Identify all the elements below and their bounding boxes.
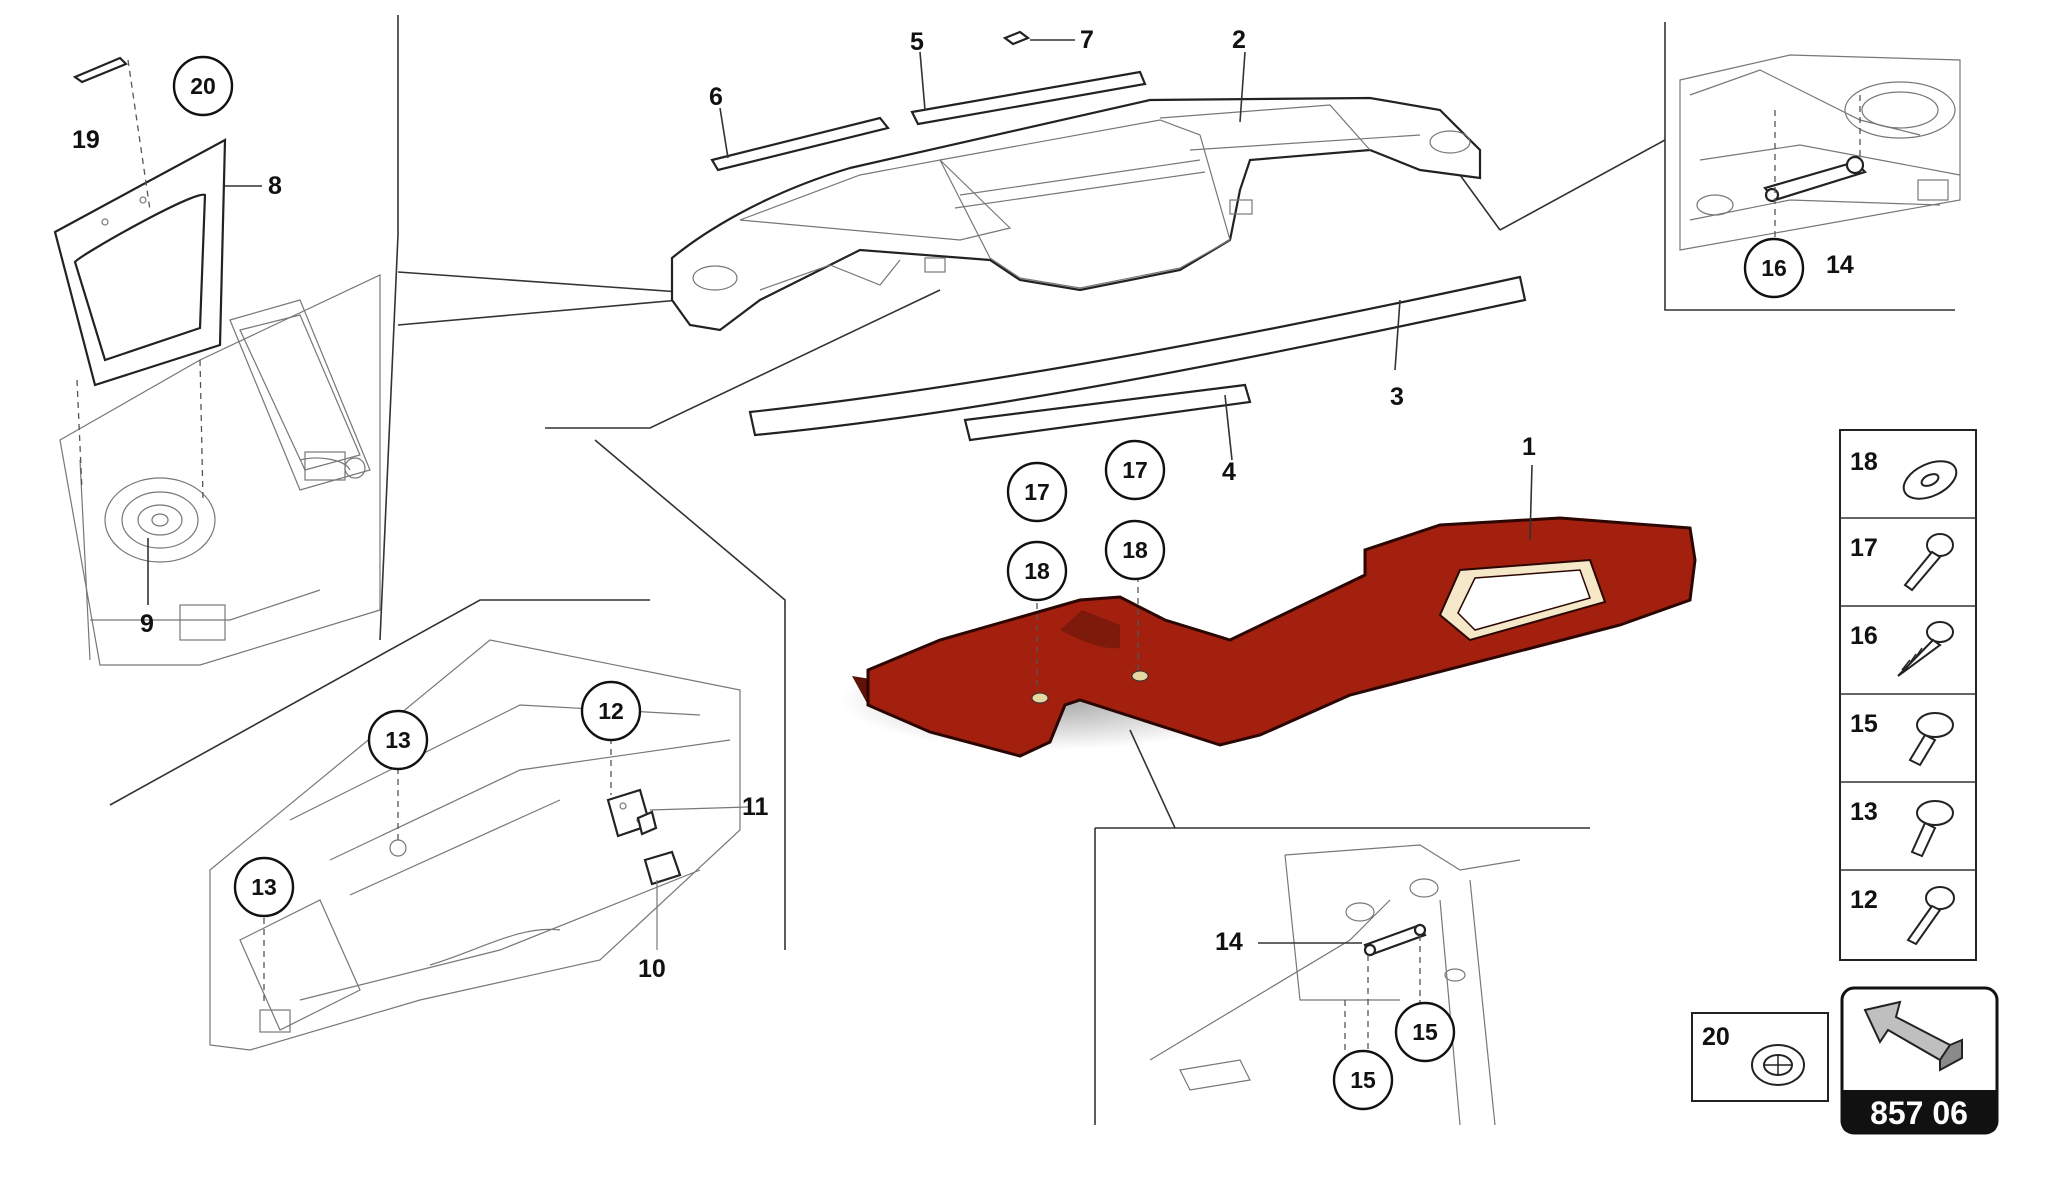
circle-callout-20: 20 [172,55,234,117]
callout-10: 10 [638,955,666,983]
page-badge: 857 06 [1840,986,1999,1135]
callout-3: 3 [1390,383,1404,411]
svg-text:13: 13 [251,874,277,900]
legend-row-12: 12 [1850,886,1955,946]
svg-text:16: 16 [1850,622,1878,650]
flange-screw-icon [1910,800,1954,858]
circle-callout-17-left: 17 [1006,461,1068,523]
callout-14-right-inset: 14 [1826,251,1854,279]
svg-text:13: 13 [385,727,411,753]
legend-clip-20: 20 [1691,1012,1829,1102]
callout-19: 19 [72,126,100,154]
circle-callout-13-lower: 13 [233,856,295,918]
callout-14-lower-inset: 14 [1215,928,1243,956]
clip-nut-icon [1751,1044,1805,1086]
svg-text:17: 17 [1122,457,1148,483]
dashboard-cover-body [866,516,1697,758]
svg-text:20: 20 [1702,1023,1730,1051]
svg-text:15: 15 [1350,1067,1376,1093]
lower-right-inset-drawing [1149,844,1521,1126]
flange-screw-icon [1908,712,1954,767]
svg-text:12: 12 [598,698,624,724]
callout-7: 7 [1080,26,1094,54]
callout-labels: 1 2 3 4 5 6 7 8 9 10 11 14 14 19 [72,26,1854,983]
callout-6: 6 [709,83,723,111]
dashboard-cover [840,516,1697,758]
right-inset-drawing [1679,54,1961,251]
callout-9: 9 [140,610,154,638]
svg-text:20: 20 [190,73,216,99]
legend-row-13: 13 [1850,798,1954,858]
svg-text:17: 17 [1850,534,1878,562]
svg-text:17: 17 [1024,479,1050,505]
frame-lines [109,15,1955,1125]
circle-callout-12: 12 [580,680,642,742]
legend-row-17: 17 [1850,533,1954,592]
bolt-icon [1903,533,1954,592]
callout-4: 4 [1222,458,1236,486]
callout-8: 8 [268,172,282,200]
callout-11: 11 [742,793,769,821]
svg-text:16: 16 [1761,255,1787,281]
circle-callout-15-lower: 15 [1332,1049,1394,1111]
svg-text:13: 13 [1850,798,1878,826]
washer-icon [1902,460,1958,500]
circle-callout-16: 16 [1743,237,1805,299]
svg-text:18: 18 [1122,537,1148,563]
legend-row-18: 18 [1850,448,1958,500]
lower-left-inset-drawing [209,639,749,1051]
svg-text:12: 12 [1850,886,1878,914]
circled-callouts: 20 16 17 18 17 18 13 13 12 15 15 [172,55,1805,1111]
dashboard-frame-drawing [670,30,1482,332]
circle-callout-15-upper: 15 [1394,1001,1456,1063]
legend-row-15: 15 [1850,710,1954,767]
screw-icon [1897,621,1954,677]
svg-text:15: 15 [1850,710,1878,738]
left-inset-drawing [53,56,381,666]
callout-1: 1 [1522,433,1536,461]
trim-strips-drawing [748,275,1527,442]
svg-text:18: 18 [1024,558,1050,584]
callout-5: 5 [910,28,924,56]
circle-callout-17-right: 17 [1104,439,1166,501]
callout-2: 2 [1232,26,1246,54]
bolt-icon [1906,886,1955,946]
svg-text:15: 15 [1412,1019,1438,1045]
circle-callout-18-right: 18 [1104,519,1166,581]
circle-callout-13-upper: 13 [367,709,429,771]
arrow-icon [1863,1000,1963,1072]
page-code: 857 06 [1870,1095,1968,1131]
svg-text:18: 18 [1850,448,1878,476]
circle-callout-18-left: 18 [1006,540,1068,602]
hardware-legend: 18 17 16 15 [1691,429,1977,1102]
legend-row-16: 16 [1850,621,1954,677]
